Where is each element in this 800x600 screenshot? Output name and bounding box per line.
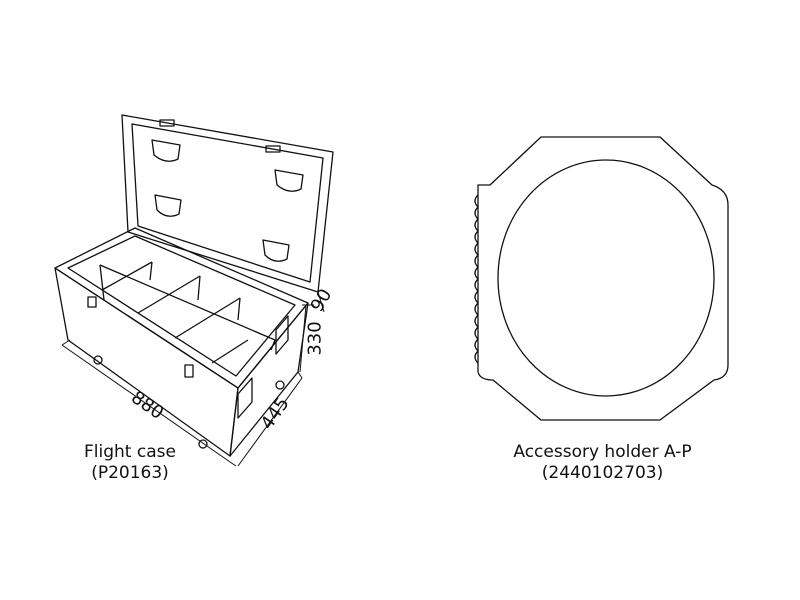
accessory-holder-name: Accessory holder A-P — [513, 442, 692, 462]
wheel-icon — [198, 439, 208, 449]
case-front-face — [54, 267, 239, 457]
handle-icon — [275, 315, 289, 355]
flight-case-drawing — [54, 114, 334, 467]
dim-height: 330 — [304, 321, 326, 356]
case-top-rim — [54, 227, 309, 389]
flight-case-name: Flight case — [84, 442, 176, 462]
holder-outline — [477, 136, 729, 421]
latch-icon — [184, 364, 194, 378]
dimension-lines — [61, 291, 325, 467]
wheel-icon — [93, 355, 103, 365]
accessory-holder-drawing — [474, 136, 729, 421]
wheel-icon — [275, 380, 285, 390]
lid-pocket — [262, 239, 290, 262]
flight-case-label: Flight case (P20163) — [60, 442, 200, 484]
lid-pocket — [274, 169, 304, 192]
holder-circle-opening — [497, 159, 715, 397]
lid-pocket — [151, 139, 181, 162]
lid-pocket — [154, 194, 182, 217]
accessory-holder-code: (2440102703) — [541, 463, 664, 483]
flight-case-code: (P20163) — [91, 463, 169, 483]
holder-notches — [474, 194, 479, 364]
accessory-holder-label: Accessory holder A-P (2440102703) — [495, 442, 710, 484]
handle-icon — [237, 377, 253, 419]
case-dividers — [99, 261, 276, 364]
latch-icon — [87, 296, 97, 308]
